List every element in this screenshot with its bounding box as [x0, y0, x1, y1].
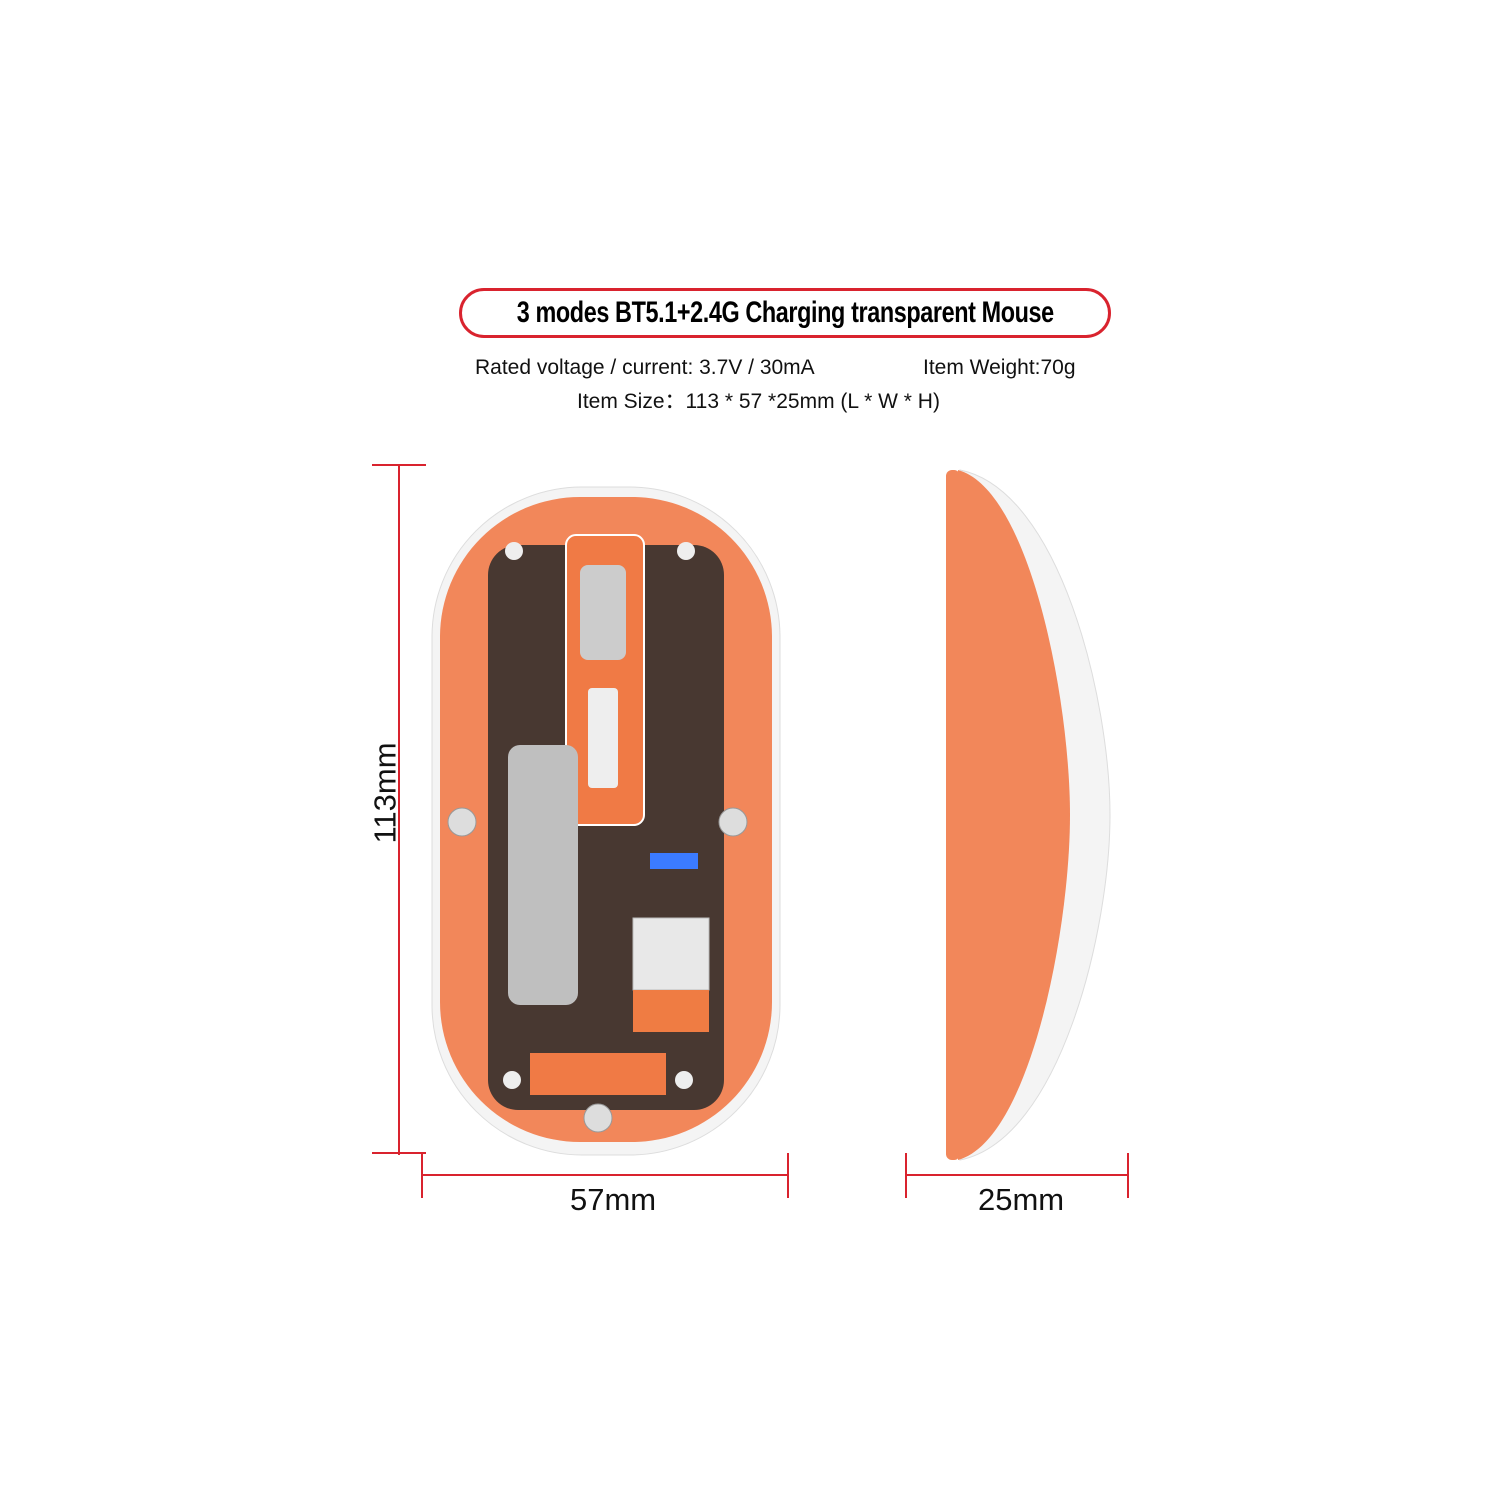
width-label: 57mm: [570, 1182, 657, 1217]
rated-voltage: Rated voltage / current: 3.7V / 30mA: [475, 356, 815, 379]
title: 3 modes BT5.1+2.4G Charging transparent …: [516, 296, 1054, 329]
height-label: 25mm: [978, 1182, 1065, 1217]
top-view-mouse: [431, 486, 781, 1156]
length-label: 113mm: [367, 742, 403, 844]
item-size: Item Size：113 * 57 *25mm (L * W * H): [577, 390, 940, 413]
dimension-lines: [372, 464, 1129, 1198]
item-weight: Item Weight:70g: [923, 356, 1076, 379]
side-view-mouse: [946, 469, 1111, 1161]
title-banner: 3 modes BT5.1+2.4G Charging transparent …: [459, 288, 1111, 338]
